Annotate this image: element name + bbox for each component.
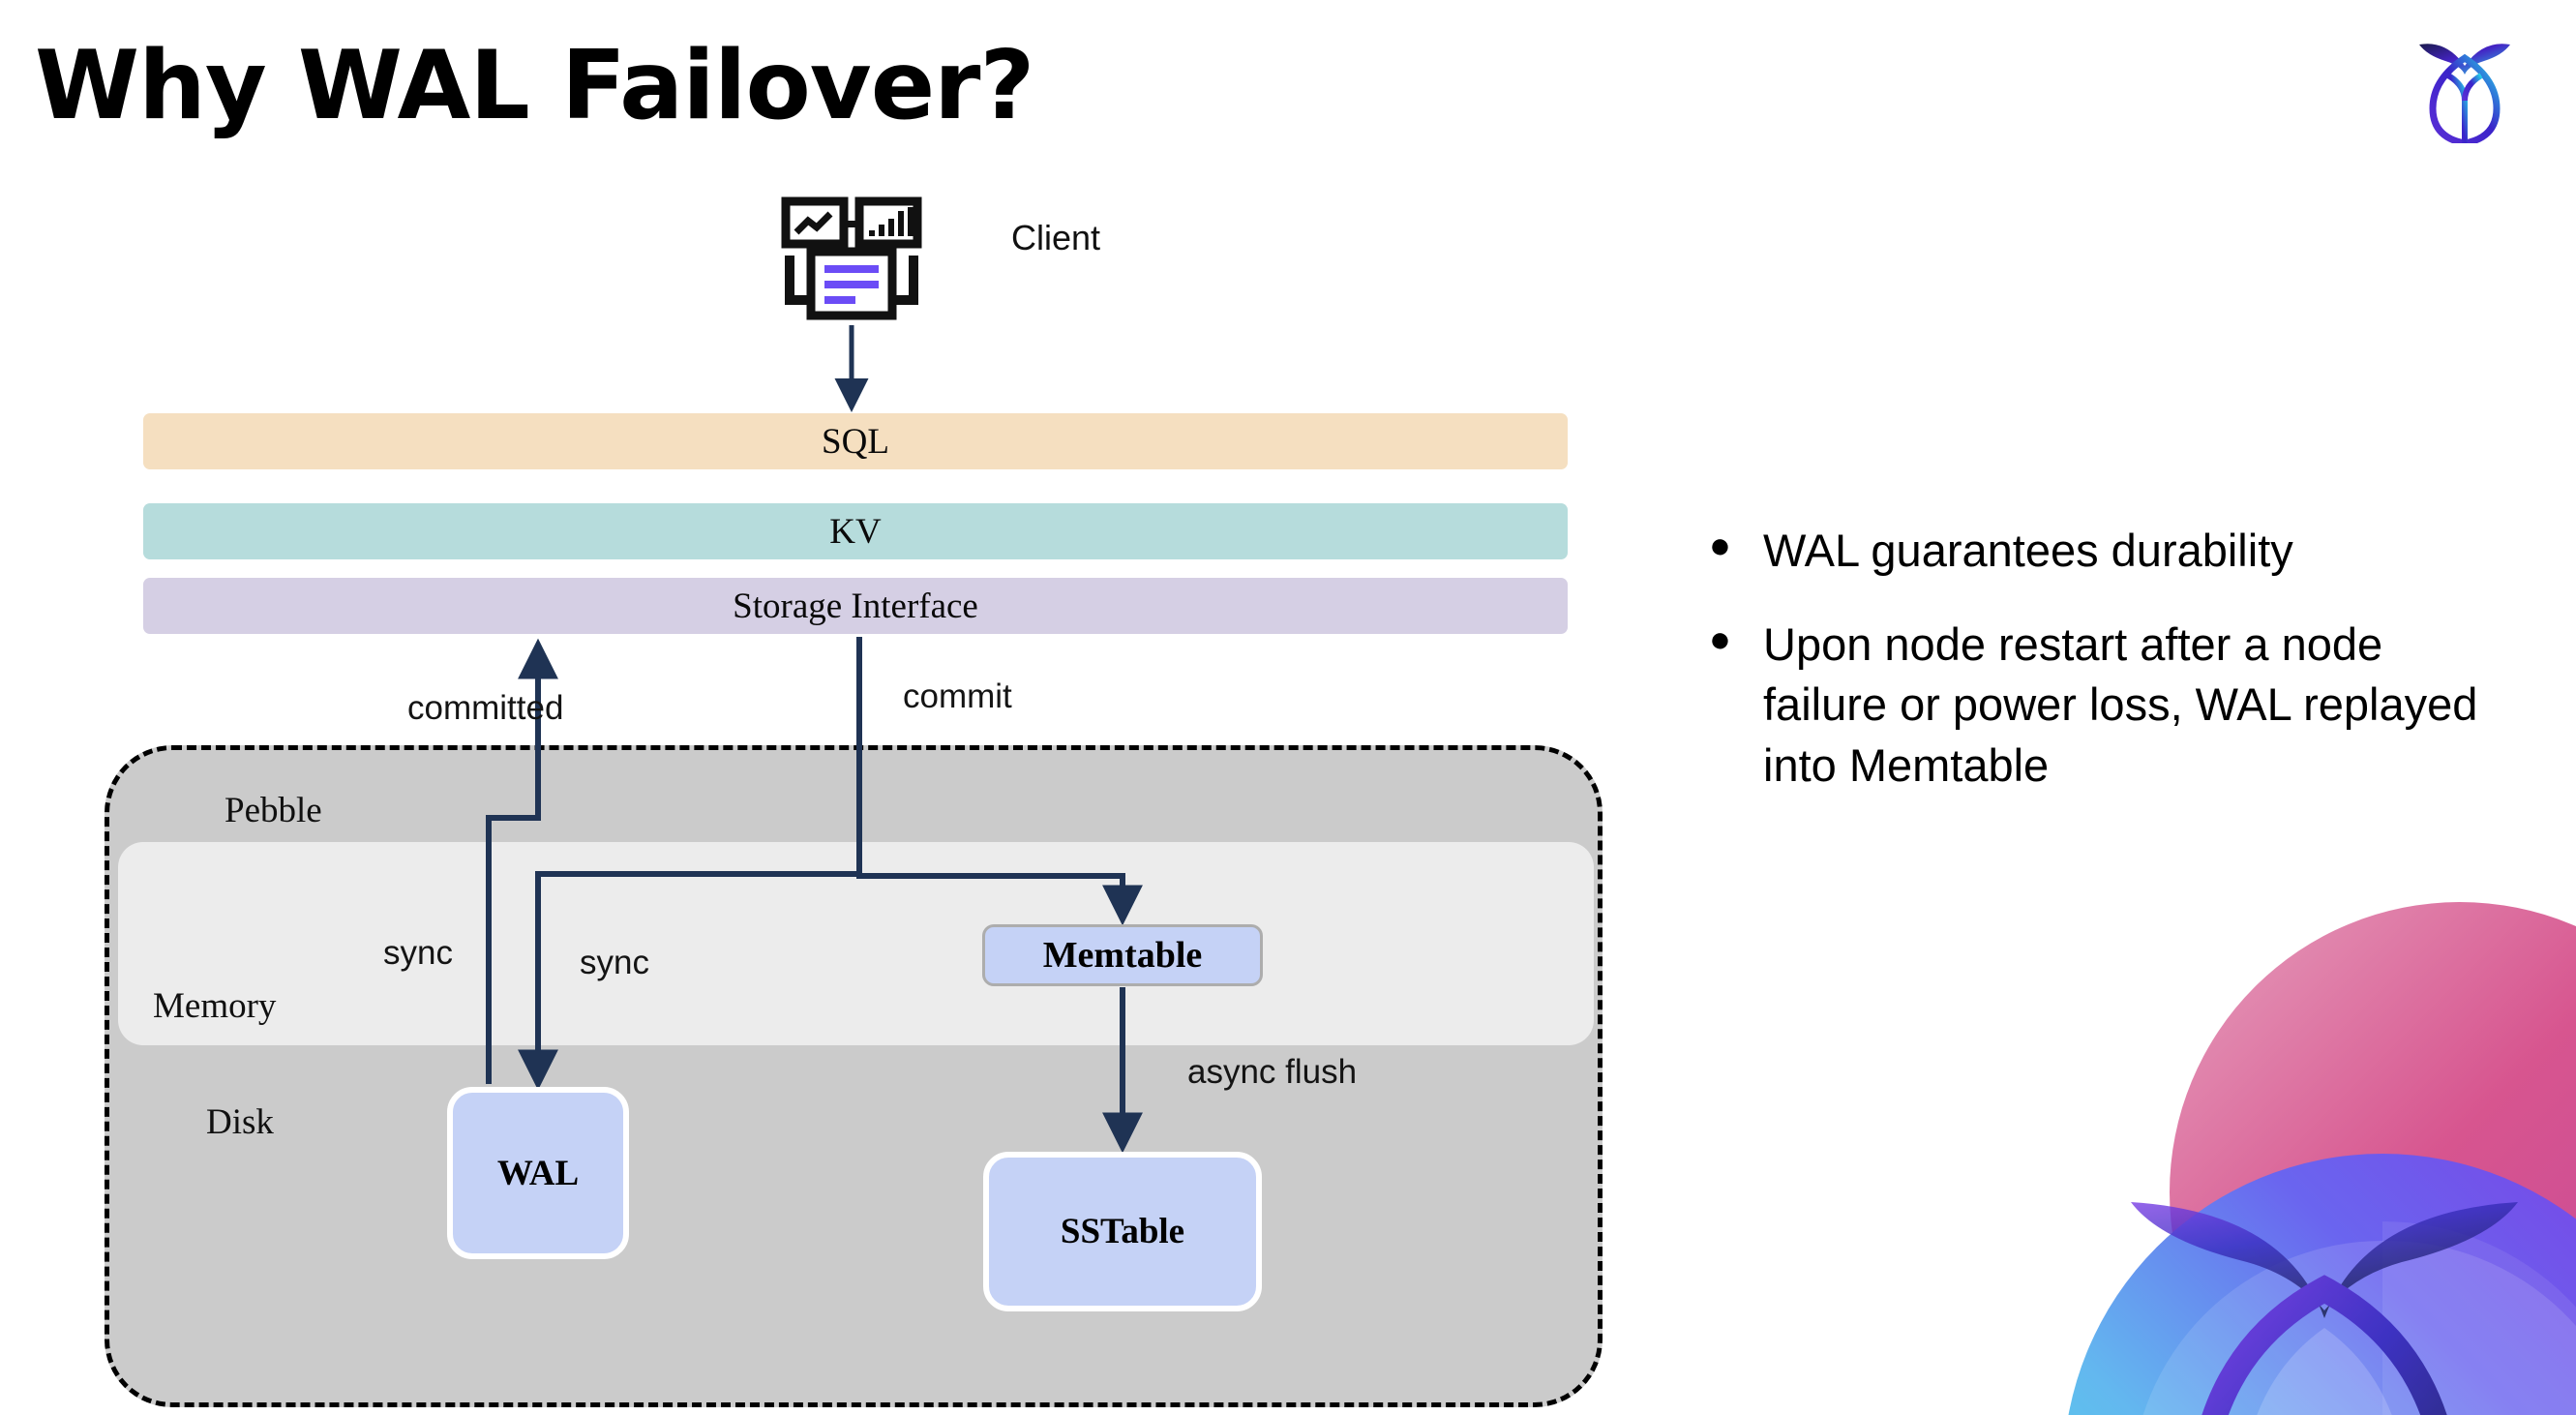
list-item: ● Upon node restart after a node failure…: [1703, 615, 2516, 797]
client-label: Client: [1011, 218, 1101, 257]
edge-label-sync-2: sync: [580, 944, 649, 981]
memory-zone-label: Memory: [153, 986, 277, 1026]
edge-label-async-flush: async flush: [1187, 1053, 1358, 1091]
node-sstable: SSTable: [983, 1152, 1262, 1311]
bullet-text-2: Upon node restart after a node failure o…: [1763, 617, 2478, 791]
layer-label-kv: KV: [829, 511, 882, 552]
page-title: Why WAL Failover?: [35, 31, 1034, 141]
bullet-marker-icon: ●: [1709, 526, 1731, 566]
node-memtable: Memtable: [982, 924, 1263, 986]
pebble-label: Pebble: [225, 791, 322, 830]
edge-label-sync-1: sync: [383, 934, 453, 972]
node-memtable-label: Memtable: [1042, 935, 1203, 976]
disk-zone-label: Disk: [206, 1102, 274, 1142]
layer-bar-sql: SQL: [143, 413, 1568, 469]
client-dashboard-icon: [774, 194, 929, 325]
corner-decoration: [1841, 873, 2576, 1415]
layer-bar-storage-interface: Storage Interface: [143, 578, 1568, 634]
memory-zone-panel: [118, 842, 1594, 1045]
node-wal-label: WAL: [496, 1153, 580, 1193]
layer-bar-kv: KV: [143, 503, 1568, 559]
bullet-text-1: WAL guarantees durability: [1763, 525, 2293, 576]
cockroachdb-logo: [2411, 31, 2518, 147]
edge-label-committed: committed: [407, 689, 564, 727]
list-item: ● WAL guarantees durability: [1703, 521, 2516, 582]
node-sstable-label: SSTable: [1060, 1212, 1185, 1251]
bullet-marker-icon: ●: [1709, 618, 1731, 660]
node-wal: WAL: [447, 1087, 629, 1259]
edge-label-commit: commit: [903, 677, 1012, 715]
bullet-list: ● WAL guarantees durability ● Upon node …: [1703, 521, 2516, 828]
layer-label-sql: SQL: [822, 421, 889, 462]
layer-label-storage-interface: Storage Interface: [733, 586, 978, 626]
